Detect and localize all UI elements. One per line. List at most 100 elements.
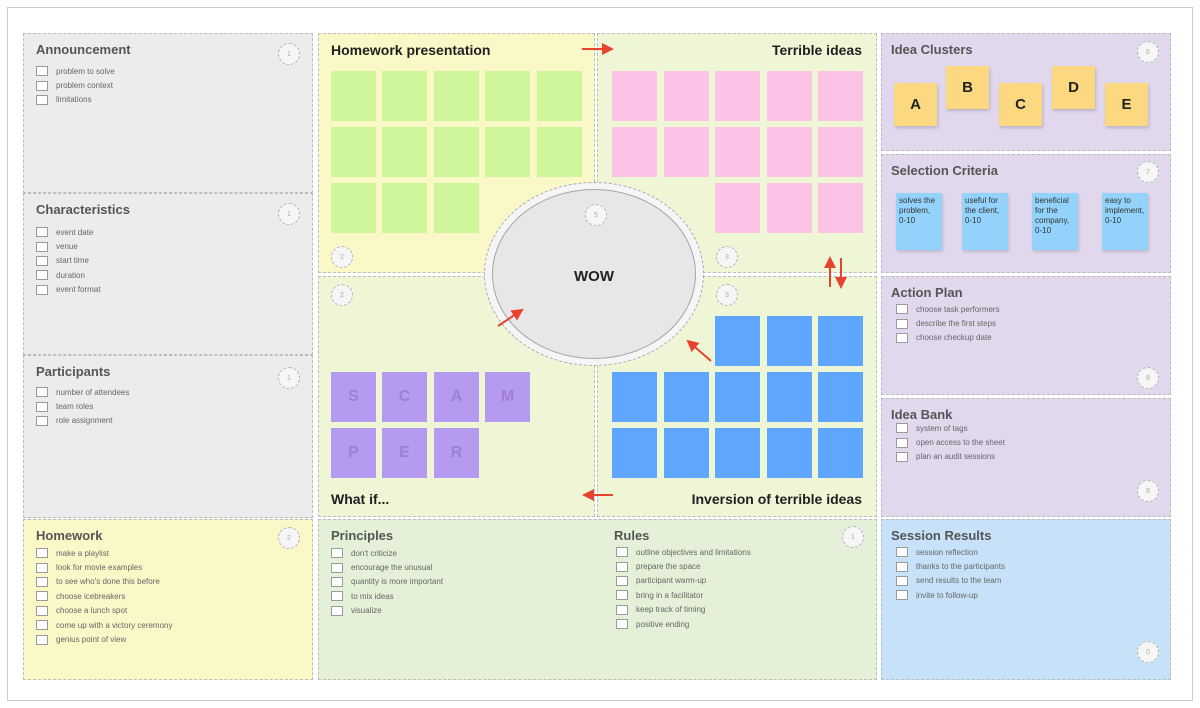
- checkbox[interactable]: [36, 576, 48, 587]
- checkbox[interactable]: [331, 605, 343, 616]
- checklist-item[interactable]: role assignment: [36, 414, 129, 428]
- checklist-item[interactable]: come up with a victory ceremony: [36, 618, 173, 632]
- checkbox[interactable]: [616, 561, 628, 572]
- checklist-item[interactable]: plan an audit sessions: [896, 450, 1005, 464]
- checklist-item[interactable]: problem context: [36, 78, 115, 92]
- sticky-note[interactable]: [434, 71, 479, 121]
- characteristics-panel[interactable]: Characteristics 1 event date venue start…: [23, 193, 313, 355]
- sticky-note[interactable]: [767, 428, 812, 478]
- scamper-note[interactable]: C: [382, 372, 427, 422]
- homework-panel[interactable]: Homework 2 make a playlist look for movi…: [23, 519, 313, 680]
- scamper-note[interactable]: E: [382, 428, 427, 478]
- sticky-note[interactable]: [612, 372, 657, 422]
- checklist-item[interactable]: choose task performers: [896, 302, 1000, 316]
- sticky-note[interactable]: [434, 127, 479, 177]
- checkbox[interactable]: [331, 562, 343, 573]
- checkbox[interactable]: [896, 590, 908, 601]
- checklist-item[interactable]: open access to the sheet: [896, 435, 1005, 449]
- checklist-item[interactable]: quantity is more important: [331, 575, 443, 589]
- checklist-item[interactable]: to see who's done this before: [36, 575, 173, 589]
- sticky-note[interactable]: [664, 372, 709, 422]
- checklist-item[interactable]: number of attendees: [36, 385, 129, 399]
- checklist-item[interactable]: visualize: [331, 604, 443, 618]
- checkbox[interactable]: [36, 284, 48, 295]
- checklist-item[interactable]: event format: [36, 283, 100, 297]
- checkbox[interactable]: [36, 94, 48, 105]
- checkbox[interactable]: [36, 227, 48, 238]
- checkbox[interactable]: [331, 591, 343, 602]
- checkbox[interactable]: [616, 604, 628, 615]
- checklist-item[interactable]: event date: [36, 225, 100, 239]
- sticky-note[interactable]: [664, 127, 709, 177]
- idea-bank-panel[interactable]: Idea Bank 8 system of tags open access t…: [881, 398, 1171, 517]
- checkbox[interactable]: [36, 548, 48, 559]
- checklist-item[interactable]: session reflection: [896, 545, 1005, 559]
- sticky-note[interactable]: [715, 372, 760, 422]
- checklist-item[interactable]: to mix ideas: [331, 589, 443, 603]
- sticky-note[interactable]: [485, 71, 530, 121]
- sticky-note[interactable]: [715, 71, 760, 121]
- checkbox[interactable]: [896, 332, 908, 343]
- sticky-note[interactable]: [715, 127, 760, 177]
- cluster-note[interactable]: D: [1052, 66, 1095, 109]
- checkbox[interactable]: [36, 255, 48, 266]
- sticky-note[interactable]: [485, 127, 530, 177]
- checkbox[interactable]: [36, 605, 48, 616]
- checkbox[interactable]: [896, 318, 908, 329]
- checklist-item[interactable]: look for movie examples: [36, 560, 173, 574]
- sticky-note[interactable]: [818, 71, 863, 121]
- checklist-item[interactable]: outline objectives and limitations: [616, 545, 751, 559]
- checkbox[interactable]: [616, 575, 628, 586]
- checkbox[interactable]: [36, 562, 48, 573]
- checkbox[interactable]: [36, 401, 48, 412]
- checkbox[interactable]: [896, 561, 908, 572]
- sticky-note[interactable]: [331, 183, 376, 233]
- checklist-item[interactable]: genius point of view: [36, 632, 173, 646]
- checkbox[interactable]: [896, 437, 908, 448]
- checklist-item[interactable]: keep track of timing: [616, 603, 751, 617]
- checklist-item[interactable]: choose a lunch spot: [36, 604, 173, 618]
- sticky-note[interactable]: [715, 316, 760, 366]
- checklist-item[interactable]: invite to follow-up: [896, 588, 1005, 602]
- checklist-item[interactable]: make a playlist: [36, 546, 173, 560]
- checkbox[interactable]: [896, 547, 908, 558]
- criteria-note[interactable]: solves the problem, 0-10: [896, 193, 942, 250]
- checklist-item[interactable]: encourage the unusual: [331, 560, 443, 574]
- checklist-item[interactable]: bring in a facilitator: [616, 588, 751, 602]
- scamper-note[interactable]: P: [331, 428, 376, 478]
- sticky-note[interactable]: [664, 428, 709, 478]
- checklist-item[interactable]: prepare the space: [616, 559, 751, 573]
- sticky-note[interactable]: [382, 127, 427, 177]
- checkbox[interactable]: [36, 66, 48, 77]
- checkbox[interactable]: [36, 415, 48, 426]
- wow-circle[interactable]: 5 WOW: [484, 182, 704, 366]
- checkbox[interactable]: [896, 451, 908, 462]
- criteria-note[interactable]: easy to implement, 0-10: [1102, 193, 1148, 250]
- checkbox[interactable]: [36, 80, 48, 91]
- sticky-note[interactable]: [767, 127, 812, 177]
- checkbox[interactable]: [36, 620, 48, 631]
- sticky-note[interactable]: [612, 127, 657, 177]
- sticky-note[interactable]: [767, 316, 812, 366]
- checkbox[interactable]: [616, 619, 628, 630]
- sticky-note[interactable]: [331, 71, 376, 121]
- checkbox[interactable]: [36, 634, 48, 645]
- cluster-note[interactable]: E: [1105, 83, 1148, 126]
- sticky-note[interactable]: [715, 183, 760, 233]
- sticky-note[interactable]: [767, 71, 812, 121]
- scamper-note[interactable]: R: [434, 428, 479, 478]
- checklist-item[interactable]: problem to solve: [36, 64, 115, 78]
- checklist-item[interactable]: system of tags: [896, 421, 1005, 435]
- checklist-item[interactable]: thanks to the participants: [896, 559, 1005, 573]
- cluster-note[interactable]: C: [999, 83, 1042, 126]
- checkbox[interactable]: [896, 423, 908, 434]
- sticky-note[interactable]: [818, 428, 863, 478]
- sticky-note[interactable]: [818, 316, 863, 366]
- sticky-note[interactable]: [664, 71, 709, 121]
- sticky-note[interactable]: [537, 127, 582, 177]
- action-plan-panel[interactable]: Action Plan 8 choose task performers des…: [881, 276, 1171, 395]
- checklist-item[interactable]: describe the first steps: [896, 316, 1000, 330]
- scamper-note[interactable]: S: [331, 372, 376, 422]
- criteria-note[interactable]: useful for the client, 0-10: [962, 193, 1008, 250]
- sticky-note[interactable]: [767, 183, 812, 233]
